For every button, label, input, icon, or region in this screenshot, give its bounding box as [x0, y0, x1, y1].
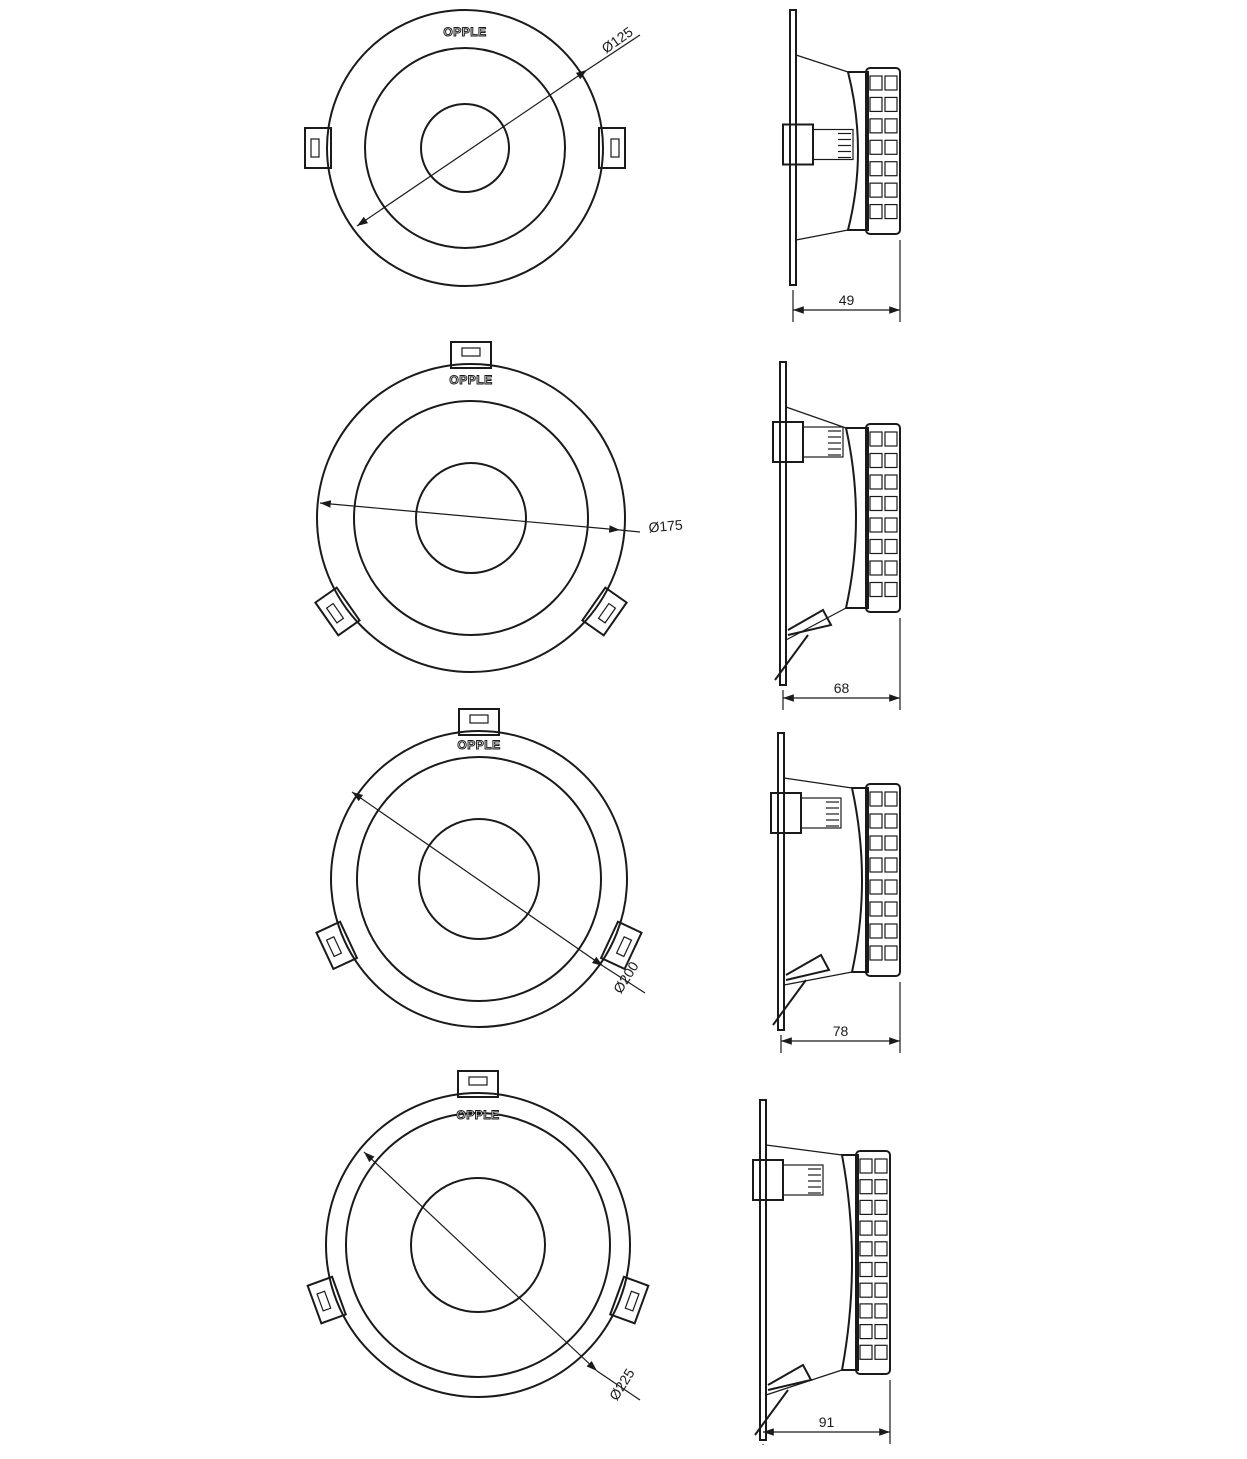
middle-ring: [364, 47, 566, 249]
trim-flange: [789, 9, 797, 286]
diameter-label: Ø125: [599, 23, 636, 56]
trim-flange: [759, 1099, 767, 1441]
spring-clip-tab: [315, 920, 359, 971]
spring-clip-tab: [304, 127, 332, 169]
housing: [850, 787, 869, 973]
height-label: 78: [833, 1023, 849, 1039]
spring-clip-tab: [306, 1275, 348, 1325]
diameter-dimension-line: [351, 791, 604, 967]
brand-logo: OPPLE: [443, 25, 486, 39]
outer-ring: [326, 9, 604, 287]
housing: [844, 427, 869, 609]
spring-clip: [782, 123, 854, 166]
spring-clip-tab: [599, 920, 643, 971]
housing: [846, 71, 869, 231]
brand-logo: OPPLE: [449, 373, 492, 387]
diameter-dimension-line: [356, 69, 588, 227]
diameter-dimension-line: [363, 1151, 598, 1372]
spring-clip-tab: [608, 1275, 650, 1325]
diameter-label: Ø225: [606, 1365, 638, 1403]
lens-ring: [418, 818, 540, 940]
heat-sink: [865, 67, 901, 235]
lens-ring: [415, 462, 527, 574]
front-view: OPPLE Ø225: [306, 1070, 650, 1403]
front-view: OPPLE Ø175: [313, 341, 684, 673]
outer-ring: [325, 1092, 631, 1398]
height-label: 91: [819, 1414, 835, 1430]
spring-clip-tab: [458, 708, 500, 736]
front-view: OPPLE Ø125: [304, 9, 641, 287]
brand-logo: OPPLE: [457, 738, 500, 752]
heat-sink: [865, 423, 901, 613]
outer-ring: [330, 730, 628, 1028]
brand-logo: OPPLE: [456, 1108, 499, 1122]
spring-clip-tab: [457, 1070, 499, 1098]
spring-clip-tab: [450, 341, 492, 369]
spring-clip: [772, 421, 844, 681]
model-row-4: OPPLE Ø225 91: [306, 1070, 891, 1445]
middle-ring: [356, 756, 602, 1002]
lens-ring: [420, 103, 510, 193]
model-row-2: OPPLE Ø175 68: [313, 341, 901, 710]
height-label: 49: [839, 292, 855, 308]
diameter-dimension-line: [319, 500, 621, 533]
trim-flange: [779, 361, 787, 686]
spring-clip-tab: [581, 586, 629, 637]
heat-sink: [855, 1150, 891, 1375]
spring-clip-tab: [313, 586, 361, 637]
middle-ring: [345, 1112, 611, 1378]
side-view: 78: [770, 732, 901, 1053]
height-label: 68: [834, 680, 850, 696]
spring-clip: [752, 1159, 824, 1436]
spring-clip-tab: [598, 127, 626, 169]
heat-sink: [865, 783, 901, 977]
side-view: 68: [772, 361, 901, 710]
trim-flange: [777, 732, 785, 1031]
side-view: 49: [782, 9, 901, 322]
model-row-1: OPPLE Ø125 49: [304, 9, 901, 322]
lens-ring: [410, 1177, 546, 1313]
outer-ring: [316, 363, 626, 673]
diameter-label: Ø175: [648, 517, 684, 536]
housing: [840, 1154, 859, 1371]
spring-clip: [770, 792, 842, 1026]
side-view: 91: [752, 1099, 891, 1445]
middle-ring: [353, 400, 589, 636]
